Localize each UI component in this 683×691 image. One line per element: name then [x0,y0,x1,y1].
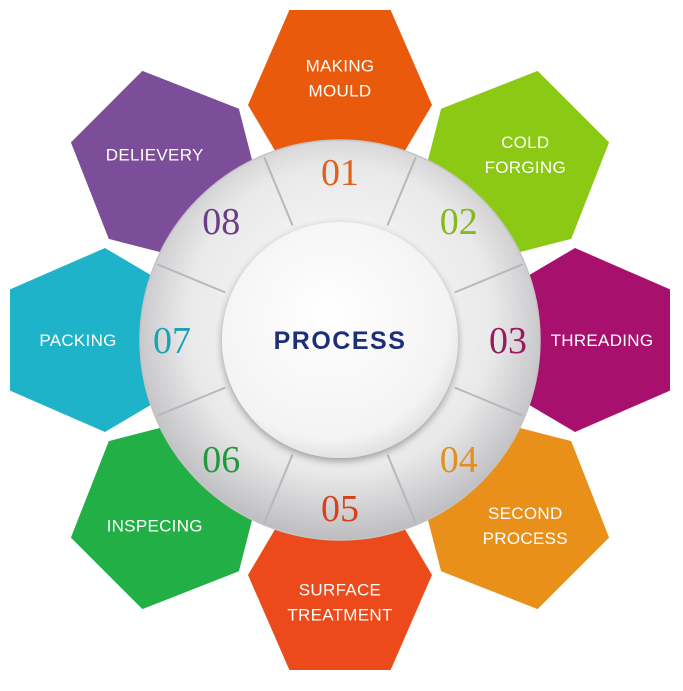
center-disc [222,222,458,458]
step-label-02: COLD FORGING [485,133,566,177]
step-petal-03 [505,248,670,432]
step-number-04: 04 [440,439,478,481]
step-petal-01 [248,10,432,175]
step-label-line: PACKING [39,331,116,350]
ring-dividers [156,156,524,524]
step-number-08: 08 [202,201,240,243]
step-label-06: INSPECING [107,516,203,535]
step-label-line: SECOND [488,504,563,523]
ring-divider [454,386,524,417]
ring-divider [386,156,417,226]
step-label-line: THREADING [551,331,654,350]
step-number-01: 01 [321,152,359,194]
step-label-04: SECOND PROCESS [483,504,568,548]
step-petal-05 [248,505,432,670]
step-label-line: PROCESS [483,529,568,548]
step-number-06: 06 [202,439,240,481]
step-label-line: INSPECING [107,516,203,535]
ring-divider [263,454,294,524]
step-petal-07 [10,248,175,432]
step-label-line: TREATMENT [287,606,392,625]
step-label-line: FORGING [485,158,566,177]
step-labels: MAKING MOULD COLD FORGING THREADING SECOND PRO… [39,57,653,625]
step-label-line: SURFACE [299,581,381,600]
ring-divider [263,156,294,226]
step-number-05: 05 [321,488,359,530]
step-label-line: COLD [501,133,549,152]
step-label-01: MAKING MOULD [306,57,375,101]
step-number-07: 07 [153,320,191,362]
step-label-line: MAKING [306,57,375,76]
step-label-line: DELIEVERY [106,146,204,165]
step-label-03: THREADING [551,331,654,350]
step-number-03: 03 [489,320,527,362]
step-label-08: DELIEVERY [106,146,204,165]
ring-divider [156,386,226,417]
ring-divider [454,263,524,294]
step-numbers: 01 02 03 04 05 06 07 08 [153,152,527,530]
step-number-02: 02 [440,201,478,243]
center-title: PROCESS [274,327,407,355]
ring-divider [156,263,226,294]
ring-divider [386,454,417,524]
step-label-07: PACKING [39,331,116,350]
step-label-line: MOULD [309,82,372,101]
step-label-05: SURFACE TREATMENT [287,581,392,625]
